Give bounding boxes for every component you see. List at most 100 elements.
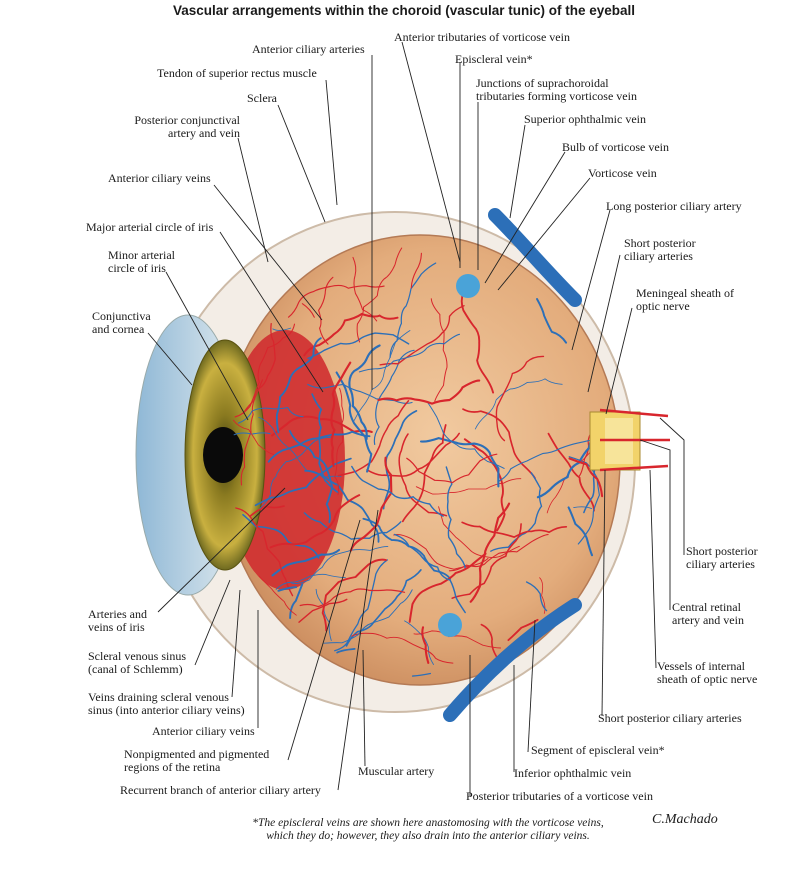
- choroid-artery: [242, 323, 296, 415]
- label-recurrent-branch: Recurrent branch of anterior ciliary art…: [120, 783, 321, 797]
- leader-sclera: [277, 104, 326, 223]
- label-anterior-tributaries: Anterior tributaries of vorticose vein: [394, 30, 570, 44]
- artist-signature: C.Machado: [652, 812, 718, 827]
- footnote-line: which they do; however, they also drain …: [266, 830, 590, 842]
- choroid-artery: [377, 379, 481, 405]
- label-line: Posterior conjunctival: [134, 113, 240, 127]
- label-line: tributaries forming vorticose vein: [476, 89, 637, 103]
- label-line: and cornea: [92, 322, 145, 336]
- choroid-artery: [366, 432, 460, 477]
- choroid-artery: [287, 284, 385, 318]
- choroid-vein: [277, 586, 298, 592]
- label-line: sinus (into anterior ciliary veins): [88, 703, 245, 717]
- choroid-artery: [337, 400, 410, 477]
- choroid-vein: [393, 533, 466, 614]
- label-anterior-ciliary-veins-top: Anterior ciliary veins: [108, 171, 211, 185]
- choroid-artery: [480, 623, 498, 658]
- choroid-artery: [356, 247, 403, 343]
- label-short-posterior-bottom: Short posterior ciliary arteries: [598, 711, 742, 725]
- choroid-artery: [299, 588, 406, 608]
- choroid-artery: [408, 552, 487, 623]
- choroid-artery: [421, 626, 430, 664]
- page-title: Vascular arrangements within the choroid…: [172, 3, 636, 18]
- label-muscular-artery: Muscular artery: [358, 764, 435, 778]
- label-inferior-ophthalmic-vein: Inferior ophthalmic vein: [514, 766, 632, 780]
- choroid-artery: [298, 598, 348, 623]
- choroid-vein: [237, 406, 304, 424]
- choroid-vein: [474, 378, 563, 430]
- label-short-posterior-mid: Short posterior ciliary arteries: [686, 545, 758, 571]
- label-line: Conjunctiva: [92, 309, 151, 323]
- choroid-vein: [336, 648, 356, 654]
- label-posterior-tributaries: Posterior tributaries of a vorticose vei…: [466, 789, 653, 803]
- choroid-vein: [267, 430, 371, 463]
- choroid-artery: [461, 521, 568, 539]
- choroid-artery: [317, 276, 334, 345]
- leader-minor-arterial: [165, 271, 249, 421]
- label-line: veins of iris: [88, 620, 145, 634]
- label-veins-draining-sinus: Veins draining scleral venous sinus (int…: [88, 691, 245, 717]
- choroid-artery: [379, 305, 465, 366]
- choroid-vein: [419, 437, 500, 488]
- leader-tendon: [325, 79, 338, 206]
- choroid-artery: [495, 355, 545, 442]
- optic-nerve: [589, 408, 670, 472]
- leader-long-posterior: [571, 209, 611, 351]
- choroid-artery: [398, 433, 448, 517]
- choroid-artery: [462, 408, 536, 480]
- choroid-vein: [271, 548, 341, 577]
- choroid-vein: [275, 573, 346, 590]
- label-long-posterior-ciliary: Long posterior ciliary artery: [606, 199, 742, 213]
- label-line: Junctions of suprachoroidal: [476, 76, 609, 90]
- choroid-vein: [242, 513, 320, 559]
- label-bulb-vorticose: Bulb of vorticose vein: [562, 140, 669, 154]
- choroid-vein: [353, 330, 411, 421]
- leader-arteries-veins-iris: [157, 487, 286, 613]
- leader-short-posterior-top: [587, 254, 621, 393]
- vorticose-bulb-inferior: [438, 613, 462, 637]
- leader-short-posterior-bottom: [601, 469, 606, 717]
- label-superior-ophthalmic-vein: Superior ophthalmic vein: [524, 112, 646, 126]
- choroid-vein: [311, 393, 340, 494]
- choroid-vein: [345, 569, 422, 647]
- label-line: Vessels of internal: [657, 659, 745, 673]
- choroid-artery: [334, 387, 344, 496]
- footnote-line: *The episcleral veins are shown here ana…: [252, 817, 604, 829]
- label-episcleral-vein: Episcleral vein*: [455, 52, 533, 66]
- choroid-artery: [438, 506, 520, 559]
- leader-anterior-tributaries: [401, 41, 461, 263]
- label-anterior-ciliary-arteries: Anterior ciliary arteries: [252, 42, 365, 56]
- choroid-artery: [330, 361, 352, 468]
- label-anterior-ciliary-veins-bottom: Anterior ciliary veins: [152, 724, 255, 738]
- choroid-artery: [349, 456, 393, 552]
- label-nonpigmented-retina: Nonpigmented and pigmented regions of th…: [124, 748, 269, 774]
- choroid-artery: [303, 312, 399, 357]
- label-scleral-venous-sinus: Scleral venous sinus (canal of Schlemm): [88, 650, 186, 676]
- choroid-vein: [348, 344, 381, 441]
- choroid-vein: [335, 371, 373, 473]
- choroid-vein: [323, 589, 413, 644]
- leader-muscular-artery: [362, 649, 366, 767]
- footnote: *The episcleral veins are shown here ana…: [228, 817, 628, 843]
- choroid-vein: [536, 298, 568, 344]
- choroid-artery: [430, 298, 448, 402]
- leader-nonpigmented: [287, 519, 361, 761]
- leader-short-posterior-mid: [659, 417, 685, 555]
- label-line: Short posterior: [624, 236, 696, 250]
- label-line: artery and vein: [168, 126, 240, 140]
- choroid-vein: [291, 545, 389, 584]
- label-line: optic nerve: [636, 299, 690, 313]
- choroid-artery: [507, 618, 539, 642]
- leader-anterior-ciliary-veins-top: [213, 184, 323, 321]
- pupil: [203, 427, 243, 483]
- choroid-vein: [288, 430, 334, 524]
- label-line: sheath of optic nerve: [657, 672, 758, 686]
- choroid-artery: [448, 534, 549, 572]
- choroid-artery: [234, 322, 276, 418]
- label-line: ciliary arteries: [686, 557, 755, 571]
- label-line: ciliary arteries: [624, 249, 693, 263]
- label-vessels-internal-sheath: Vessels of internal sheath of optic nerv…: [657, 660, 757, 686]
- label-conjunctiva-cornea: Conjunctiva and cornea: [92, 310, 151, 336]
- choroid-artery: [568, 457, 604, 498]
- label-line: Scleral venous sinus: [88, 649, 186, 663]
